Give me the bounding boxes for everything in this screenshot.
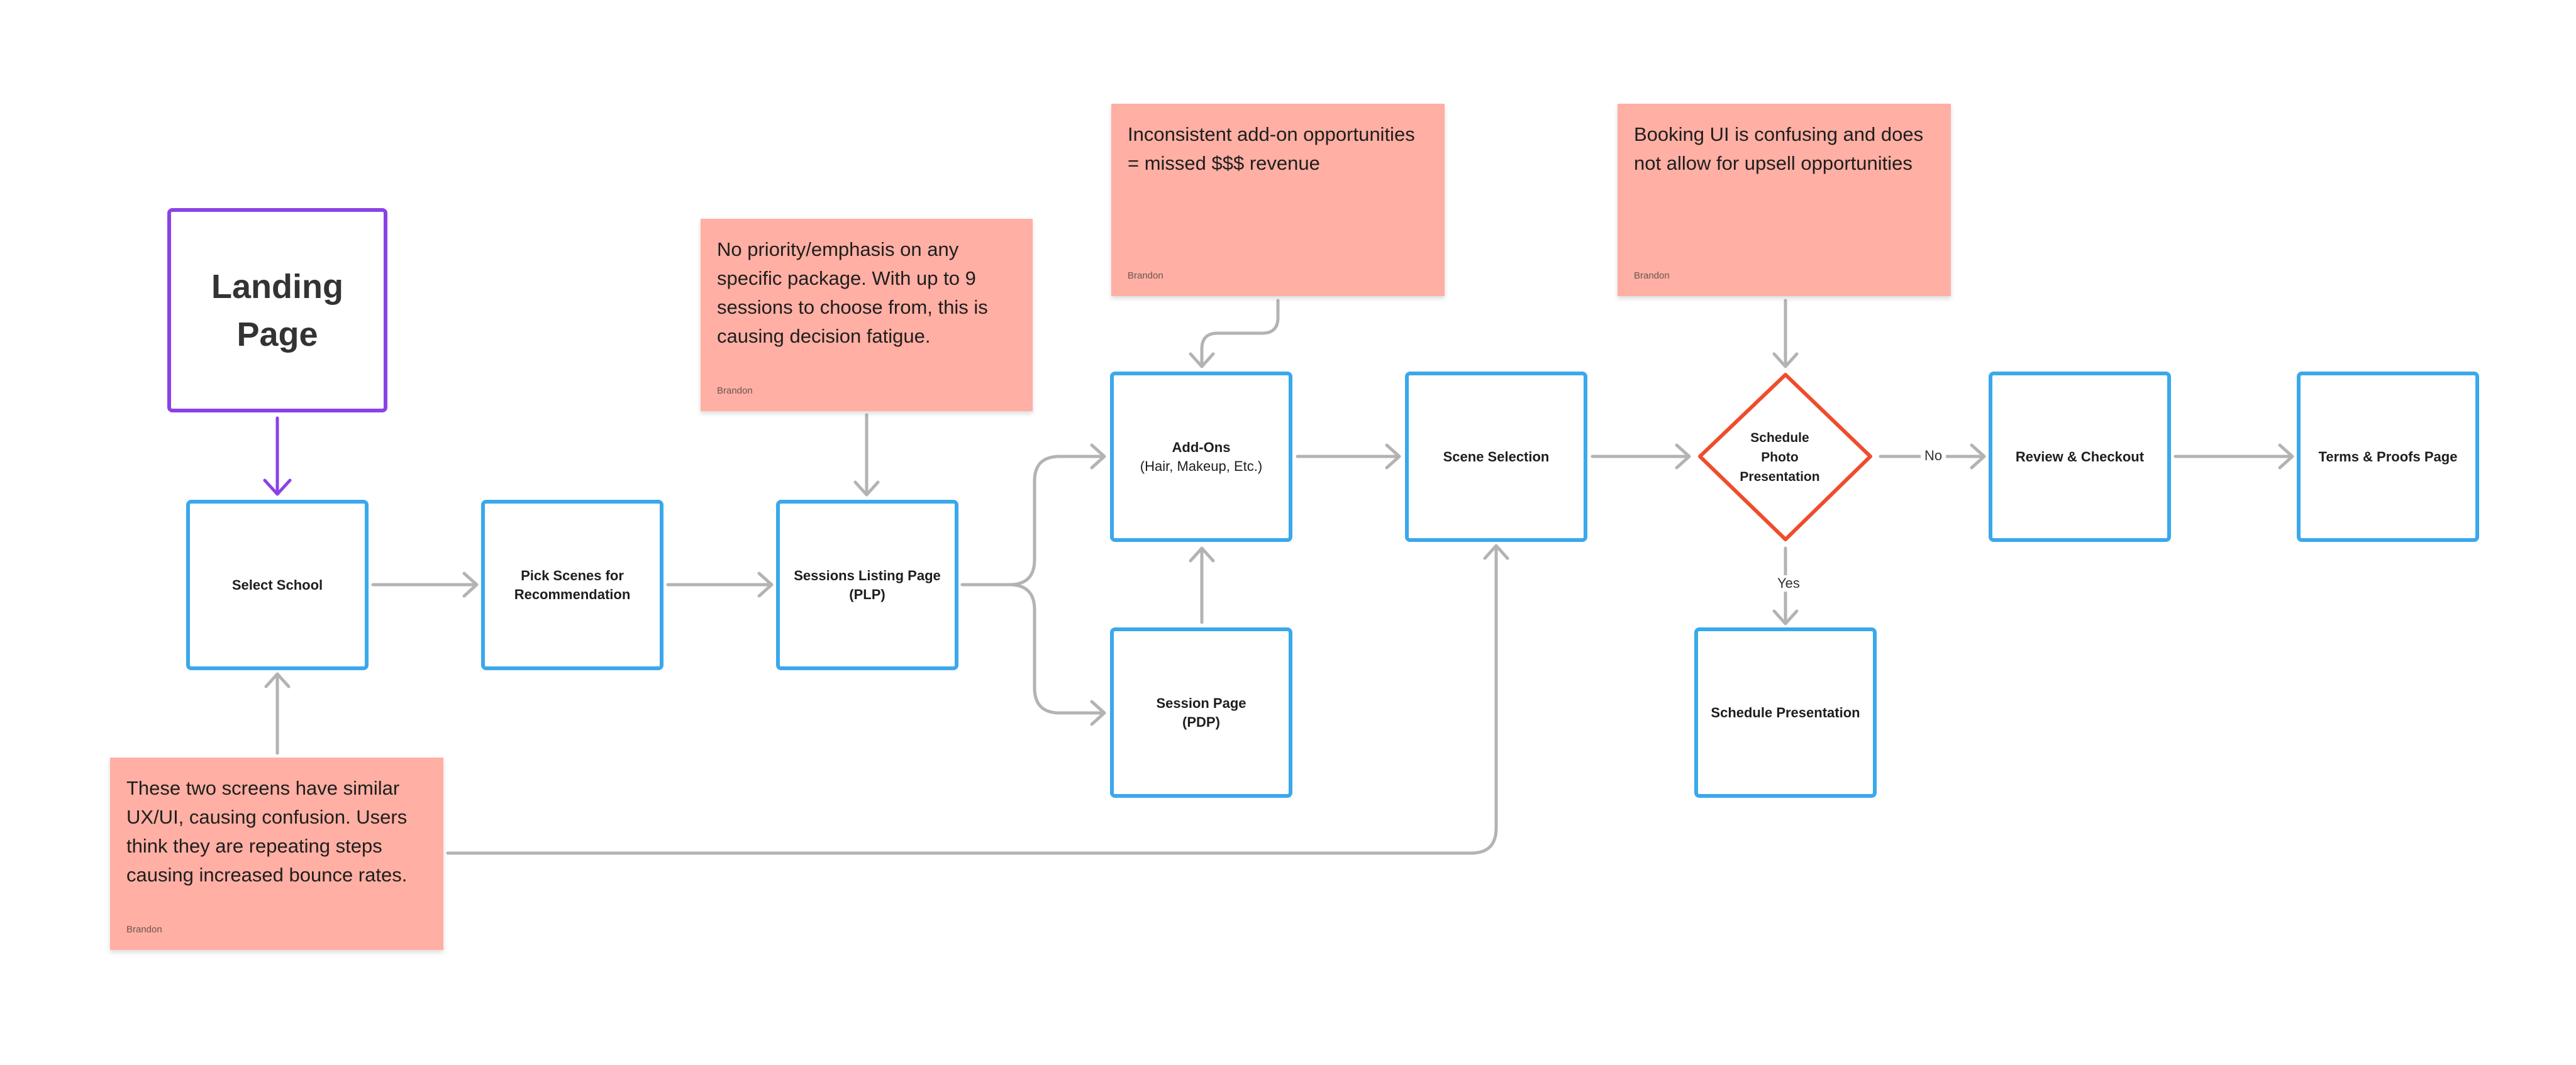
connector-pick-scenes-to-sessions-listing xyxy=(666,571,774,598)
schedule-photo-presentation-label: Schedule Photo Presentation xyxy=(1740,430,1820,484)
decision-diamond-shape[interactable] xyxy=(1698,373,1872,541)
sticky-note-missed-revenue[interactable]: Inconsistent add-on opportunities = miss… xyxy=(1111,104,1445,296)
sticky-note-text: These two screens have similar UX/UI, ca… xyxy=(126,777,408,886)
review-checkout-label: Review & Checkout xyxy=(2015,448,2145,465)
sticky-note-author: Brandon xyxy=(126,924,162,935)
edge-label-yes: Yes xyxy=(1774,575,1804,592)
sticky-note-similar-screens[interactable]: These two screens have similar UX/UI, ca… xyxy=(110,758,443,950)
connector-scene-selection-to-decision xyxy=(1591,443,1691,470)
select-school-label: Select School xyxy=(231,577,323,593)
connector-landing-to-select-school xyxy=(263,416,292,496)
landing-page-node[interactable]: Landing Page xyxy=(167,208,387,412)
session-page-node[interactable]: Session Page (PDP) xyxy=(1110,627,1292,798)
connector-sticky-2-to-add-ons xyxy=(1189,299,1280,368)
connector-review-checkout-to-terms xyxy=(2174,443,2294,470)
sticky-note-decision-fatigue[interactable]: No priority/emphasis on any specific pac… xyxy=(701,219,1033,411)
terms-proofs-node[interactable]: Terms & Proofs Page xyxy=(2297,372,2479,542)
connector-select-school-to-pick-scenes xyxy=(371,571,479,598)
connector-sessions-listing-to-add-ons xyxy=(960,443,1106,587)
scene-selection-label: Scene Selection xyxy=(1443,448,1550,465)
add-ons-sublabel: (Hair, Makeup, Etc.) xyxy=(1140,458,1263,474)
sticky-note-text: No priority/emphasis on any specific pac… xyxy=(717,238,988,347)
add-ons-label: Add-Ons xyxy=(1172,439,1231,455)
pick-scenes-node[interactable]: Pick Scenes for Recommendation xyxy=(481,500,663,670)
connector-sessions-listing-to-session-page xyxy=(1008,583,1106,726)
schedule-presentation-label: Schedule Presentation xyxy=(1711,704,1860,720)
sticky-note-booking-ui[interactable]: Booking UI is confusing and does not all… xyxy=(1618,104,1951,296)
review-checkout-node[interactable]: Review & Checkout xyxy=(1989,372,2171,542)
sticky-note-author: Brandon xyxy=(717,385,753,396)
connector-session-page-to-add-ons xyxy=(1189,546,1215,624)
terms-proofs-label: Terms & Proofs Page xyxy=(2318,448,2458,465)
connector-sticky-4-to-select-school xyxy=(264,672,291,755)
sessions-listing-node[interactable]: Sessions Listing Page (PLP) xyxy=(776,500,958,670)
sticky-note-author: Brandon xyxy=(1128,270,1163,281)
pick-scenes-label: Pick Scenes for Recommendation xyxy=(514,567,631,602)
schedule-presentation-node[interactable]: Schedule Presentation xyxy=(1694,627,1877,798)
select-school-node[interactable]: Select School xyxy=(186,500,369,670)
sessions-listing-label: Sessions Listing Page (PLP) xyxy=(794,567,941,602)
connector-add-ons-to-scene-selection xyxy=(1296,443,1401,470)
sticky-note-text: Inconsistent add-on opportunities = miss… xyxy=(1128,123,1415,174)
sticky-note-author: Brandon xyxy=(1634,270,1670,281)
landing-page-label: Landing Page xyxy=(211,267,343,353)
connector-sticky-1-to-sessions-listing xyxy=(853,413,880,497)
connector-sticky-4-to-scene-selection xyxy=(446,544,1509,855)
connector-sticky-3-to-decision xyxy=(1772,299,1799,368)
scene-selection-node[interactable]: Scene Selection xyxy=(1405,372,1587,542)
edge-label-no: No xyxy=(1921,448,1946,464)
add-ons-node[interactable]: Add-Ons (Hair, Makeup, Etc.) xyxy=(1110,372,1292,542)
session-page-label: Session Page (PDP) xyxy=(1156,695,1246,730)
sticky-note-text: Booking UI is confusing and does not all… xyxy=(1634,123,1924,174)
